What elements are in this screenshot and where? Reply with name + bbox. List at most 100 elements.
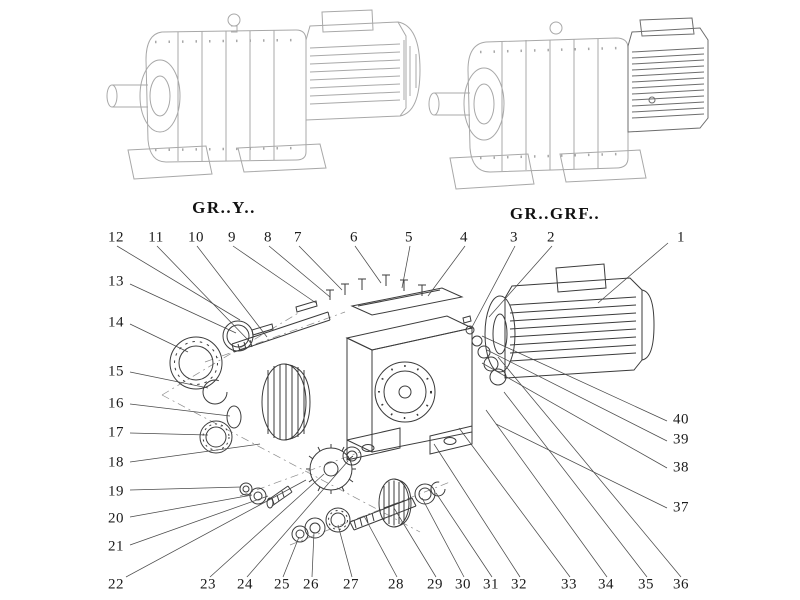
leader-37 [495,423,668,509]
callout-part-12: 12 [108,229,124,246]
callout-part-25: 25 [274,576,290,593]
leader-38 [481,362,668,469]
variant-title-gr-y: GR..Y.. [192,198,256,217]
leader-23 [209,473,325,578]
motor-body [305,21,407,121]
callout-part-26: 26 [303,576,319,593]
leader-22 [125,479,307,578]
callout-part-2: 2 [547,229,555,246]
ball-bearing [199,420,233,454]
leader-lines [116,242,682,578]
leader-3 [470,245,516,330]
callout-part-33: 33 [561,576,577,593]
figure-assembled-gr-y [106,9,421,180]
leader-13 [129,283,237,334]
callout-part-1: 1 [677,229,685,246]
callout-part-14: 14 [108,314,124,331]
callout-part-34: 34 [598,576,614,593]
callout-part-21: 21 [108,538,124,555]
leader-31 [435,492,493,578]
input-shaft-parts [462,315,507,386]
callout-part-10: 10 [188,229,204,246]
leader-28 [363,515,398,578]
output-shaft [349,497,417,531]
leader-29 [393,507,437,578]
brake-motor-body [627,17,709,133]
upper-shaft [231,300,331,353]
circlip [202,379,228,405]
exploded-view [161,263,655,546]
callout-part-30: 30 [455,576,471,593]
callout-part-16: 16 [108,395,124,412]
callout-part-6: 6 [350,229,358,246]
callout-part-4: 4 [460,229,468,246]
leader-11 [156,245,252,344]
callout-part-18: 18 [108,454,124,471]
callout-part-36: 36 [673,576,689,593]
leader-34 [485,409,608,578]
leader-26 [311,531,315,578]
callout-part-38: 38 [673,459,689,476]
motor-flange [484,295,516,373]
output-bell [463,67,505,141]
housing-foot-left [346,427,401,461]
callout-part-17: 17 [108,424,124,441]
leader-7 [298,245,343,291]
callout-part-20: 20 [108,510,124,527]
callout-part-24: 24 [237,576,253,593]
seal-and-bearings [169,320,254,454]
callout-part-8: 8 [264,229,272,246]
leader-24 [246,460,349,578]
leader-39 [486,349,668,442]
leader-16 [129,403,231,417]
callout-part-40: 40 [673,411,689,428]
output-bell [139,59,181,133]
callout-part-13: 13 [108,273,124,290]
output-shaft-assembly [291,478,446,543]
motor [484,263,655,379]
leader-25 [282,536,300,578]
large-helical-gear [261,363,311,441]
intermediate-gear [306,444,362,494]
leader-12 [116,245,241,321]
leader-21 [129,495,269,546]
eyebolt [549,21,563,35]
callout-part-28: 28 [388,576,404,593]
leader-10 [196,245,268,338]
leader-8 [268,245,331,298]
leader-30 [421,497,465,578]
callout-part-31: 31 [483,576,499,593]
leader-1 [597,242,669,304]
mounting-feet [127,143,327,180]
callout-part-23: 23 [200,576,216,593]
leader-32 [433,443,521,578]
mounting-feet [449,149,647,190]
small-bearing [342,446,362,466]
callout-part-32: 32 [511,576,527,593]
callout-part-15: 15 [108,363,124,380]
cover-bolts [326,274,426,300]
leader-6 [354,245,382,284]
gear-housing [467,37,629,173]
eyebolt [227,13,241,27]
leader-35 [503,391,648,578]
leader-40 [481,335,668,422]
leader-17 [129,432,209,436]
terminal-box [321,9,374,33]
callout-part-9: 9 [228,229,236,246]
motor-body [504,277,643,379]
inspection-cover [326,274,464,316]
figure-assembled-gr-grf [428,17,709,190]
callout-part-19: 19 [108,483,124,500]
leader-36 [497,356,682,578]
housing [345,315,474,461]
leader-15 [129,371,209,389]
callout-part-37: 37 [673,499,689,516]
leader-33 [458,427,571,578]
fan-cowl [397,21,421,117]
leader-9 [232,245,317,304]
callout-part-22: 22 [108,576,124,593]
leader-27 [337,524,353,578]
leader-14 [129,323,189,353]
